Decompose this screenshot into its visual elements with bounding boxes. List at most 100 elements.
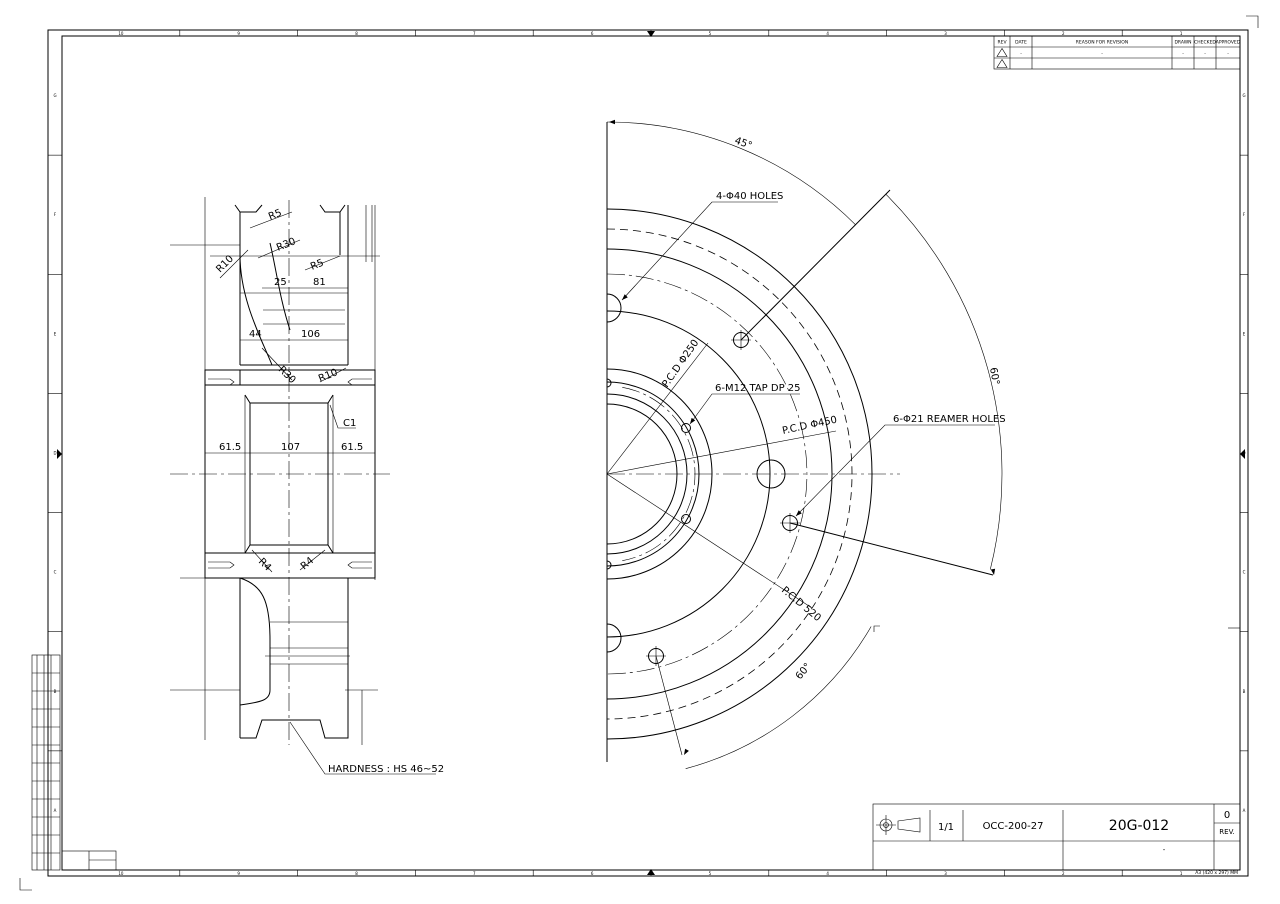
zone-label-top: 4 [826, 31, 829, 36]
zone-label-right: F [1243, 212, 1246, 217]
bore-arc [606, 403, 678, 545]
projection-symbol-icon [876, 815, 921, 835]
zone-label-bottom: 4 [826, 871, 829, 876]
zone-label-bottom: 10 [118, 871, 124, 876]
face-view: 45° 60° 60° 4-Φ40 HOLES 6-M12 TAP DP 25 … [606, 119, 1006, 769]
angle-60-bottom: 60° [794, 661, 814, 682]
revision-value: 0 [1224, 810, 1230, 821]
rev-row1-reason: - [1101, 52, 1103, 57]
angle-45: 45° [733, 135, 753, 151]
rev-header-rev: REV [997, 40, 1007, 46]
dim-r10-left: R10 [214, 253, 236, 275]
rev-row1-date: - [1020, 52, 1022, 57]
dim-r4-right: R4 [299, 555, 316, 572]
dim-r5-top: R5 [267, 208, 283, 223]
zone-label-left: F [54, 212, 57, 217]
callout-tap: 6-M12 TAP DP 25 [715, 383, 801, 394]
boss-arc [606, 393, 688, 555]
zone-label-top: 10 [118, 31, 124, 36]
zone-label-right: E [1243, 331, 1246, 336]
zone-label-top: 7 [473, 31, 476, 36]
sheet-size-note: A3 (420 x 297) MM [1195, 870, 1238, 876]
zone-label-left: G [53, 93, 56, 98]
hole-40 [756, 459, 786, 489]
pcd-450-arc [606, 273, 808, 675]
zone-label-bottom: 3 [944, 871, 947, 876]
center-mark-top [647, 31, 655, 37]
zone-label-left: C [54, 570, 57, 575]
zone-label-top: 5 [709, 31, 712, 36]
dim-r5-mid: R5 [309, 258, 325, 273]
pcd-250: P.C.D Φ250 [660, 338, 701, 390]
dim-r30-top: R30 [275, 236, 297, 254]
dim-44: 44 [249, 329, 262, 340]
dim-c1: C1 [343, 418, 356, 429]
project-number: OCC-200-27 [983, 821, 1044, 832]
outer-border [47, 29, 1249, 877]
zone-label-top: 3 [944, 31, 947, 36]
rim-arc [606, 248, 833, 700]
outer-rim-arc [606, 208, 873, 740]
pcd-520: P.C.D 520 [779, 585, 823, 624]
zone-label-top: 9 [237, 31, 240, 36]
dim-61-5-left: 61.5 [219, 442, 241, 453]
dim-107: 107 [281, 442, 300, 453]
hardness-note: HARDNESS : HS 46~52 [328, 764, 444, 775]
tap-hole [681, 423, 691, 433]
zone-label-top: 1 [1180, 31, 1183, 36]
title-block: 1/1 OCC-200-27 20G-012 0 REV. - A3 (420 … [872, 627, 1241, 876]
center-mark-right [1240, 449, 1245, 459]
tolerance-table [31, 654, 117, 871]
revision-table: REV DATE REASON FOR REVISION DRAWN CHECK… [993, 35, 1241, 70]
rev-header-drawn: DRAWN [1174, 40, 1191, 46]
callout-reamer: 6-Φ21 REAMER HOLES [893, 414, 1006, 425]
zone-label-right: C [1243, 570, 1246, 575]
title-sub-dash: - [1163, 846, 1166, 854]
rev-triangle-icon [996, 47, 1008, 57]
rev-header-checked: CHECKED [1194, 40, 1216, 46]
dim-61-5-right: 61.5 [341, 442, 363, 453]
callout-4-holes: 4-Φ40 HOLES [716, 191, 783, 202]
zone-label-bottom: 5 [709, 871, 712, 876]
zone-label-top: 8 [355, 31, 358, 36]
revision-label: REV. [1219, 828, 1234, 836]
dim-106: 106 [301, 329, 320, 340]
corner-mark-bottom-left [19, 878, 32, 891]
center-mark-bottom [647, 869, 655, 875]
zone-label-bottom: 9 [237, 871, 240, 876]
tap-hole [681, 514, 691, 524]
rev-header-date: DATE [1015, 40, 1027, 46]
zone-label-bottom: 1 [1180, 871, 1183, 876]
zone-label-bottom: 2 [1062, 871, 1065, 876]
rev-header-reason: REASON FOR REVISION [1076, 40, 1128, 46]
zone-label-bottom: 7 [473, 871, 476, 876]
zone-label-right: G [1242, 93, 1245, 98]
pcd-450: P.C.D Φ450 [781, 415, 838, 437]
drawing-number: 20G-012 [1109, 818, 1169, 834]
dim-r30-low: R30 [276, 364, 298, 386]
hub-arc [606, 368, 713, 580]
zone-label-top: 2 [1062, 31, 1065, 36]
zone-label-right: B [1243, 689, 1246, 694]
dim-25: 25 [274, 277, 287, 288]
angle-60-right: 60° [987, 367, 1001, 386]
scale-value: 1/1 [938, 822, 954, 833]
web-arc [606, 310, 771, 638]
zone-label-bottom: 8 [355, 871, 358, 876]
corner-mark-top-right [1246, 15, 1259, 28]
zone-label-bottom: 6 [591, 871, 594, 876]
section-view: R5 R30 R5 R10 25 81 44 106 R30 R10 C1 61… [170, 197, 444, 775]
zone-label-left: D [53, 451, 56, 456]
zone-label-left: A [54, 808, 57, 813]
zone-label-top: 6 [591, 31, 594, 36]
rev-row1-checked: - [1204, 52, 1206, 57]
center-mark-left [57, 449, 62, 459]
rev-triangle-icon [996, 58, 1008, 68]
rev-row1-approved: - [1227, 52, 1229, 57]
rev-row1-drawn: - [1182, 52, 1184, 57]
hidden-arc [606, 228, 853, 720]
dim-81: 81 [313, 277, 326, 288]
rev-header-approved: APPROVED [1216, 40, 1241, 46]
dim-r4-left: R4 [256, 556, 273, 573]
hub-inner-arc [606, 381, 700, 567]
